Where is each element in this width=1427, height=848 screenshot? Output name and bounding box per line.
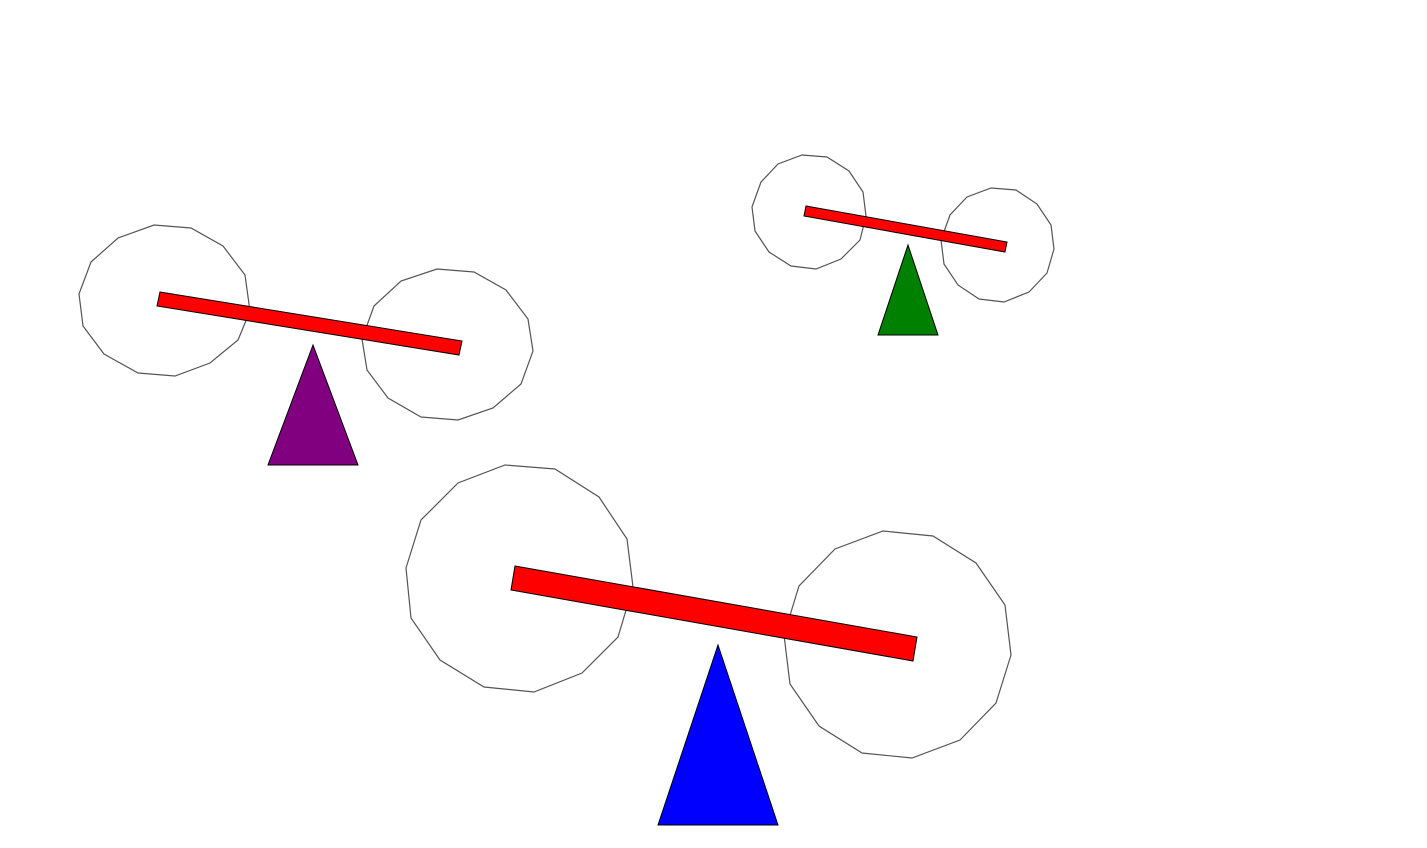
right-weight-polygon xyxy=(361,268,534,421)
beam xyxy=(156,291,463,356)
left-weight-polygon xyxy=(751,154,867,270)
left-weight-polygon xyxy=(405,464,634,693)
right-weight-polygon xyxy=(940,187,1055,303)
fulcrum-triangle xyxy=(657,643,779,826)
beam xyxy=(510,565,918,662)
fulcrum-triangle xyxy=(267,343,359,466)
beam xyxy=(803,205,1008,253)
seesaw-blue xyxy=(405,464,1012,826)
seesaw-purple xyxy=(78,224,534,466)
fulcrum-triangle xyxy=(877,243,939,336)
seesaw-green xyxy=(751,154,1055,336)
right-weight-polygon xyxy=(783,530,1012,759)
left-weight-polygon xyxy=(78,224,251,377)
